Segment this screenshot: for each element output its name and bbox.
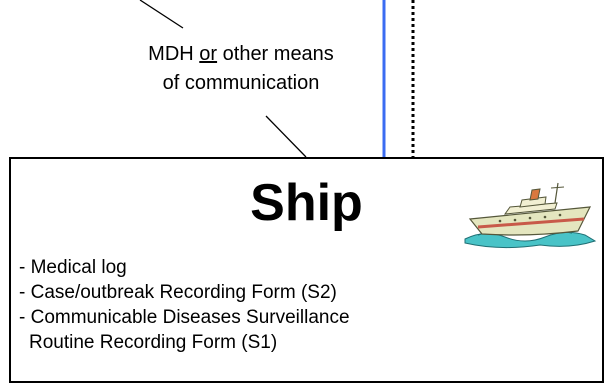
connector-line-top: [139, 0, 184, 29]
label-text-other-means: other means: [217, 43, 334, 65]
connector-label-line1: MDH or other means: [96, 40, 386, 69]
connector-label: MDH or other means of communication: [96, 40, 386, 98]
ship-icon: [464, 182, 597, 249]
list-item: - Medical log: [19, 257, 127, 278]
label-text-mdh: MDH: [148, 43, 200, 65]
label-text-or: or: [199, 43, 218, 65]
ship-box: Ship - Medical log - Case/outbreak Recor…: [9, 157, 604, 383]
ship-title: Ship: [250, 174, 363, 232]
connector-line-ship: [265, 115, 307, 158]
list-item: - Case/outbreak Recording Form (S2): [19, 282, 337, 303]
list-item: - Communicable Diseases Surveillance: [19, 307, 350, 328]
ship-record-list: - Medical log - Case/outbreak Recording …: [19, 255, 350, 355]
connector-label-line2: of communication: [162, 72, 320, 94]
list-item: Routine Recording Form (S1): [29, 332, 278, 353]
